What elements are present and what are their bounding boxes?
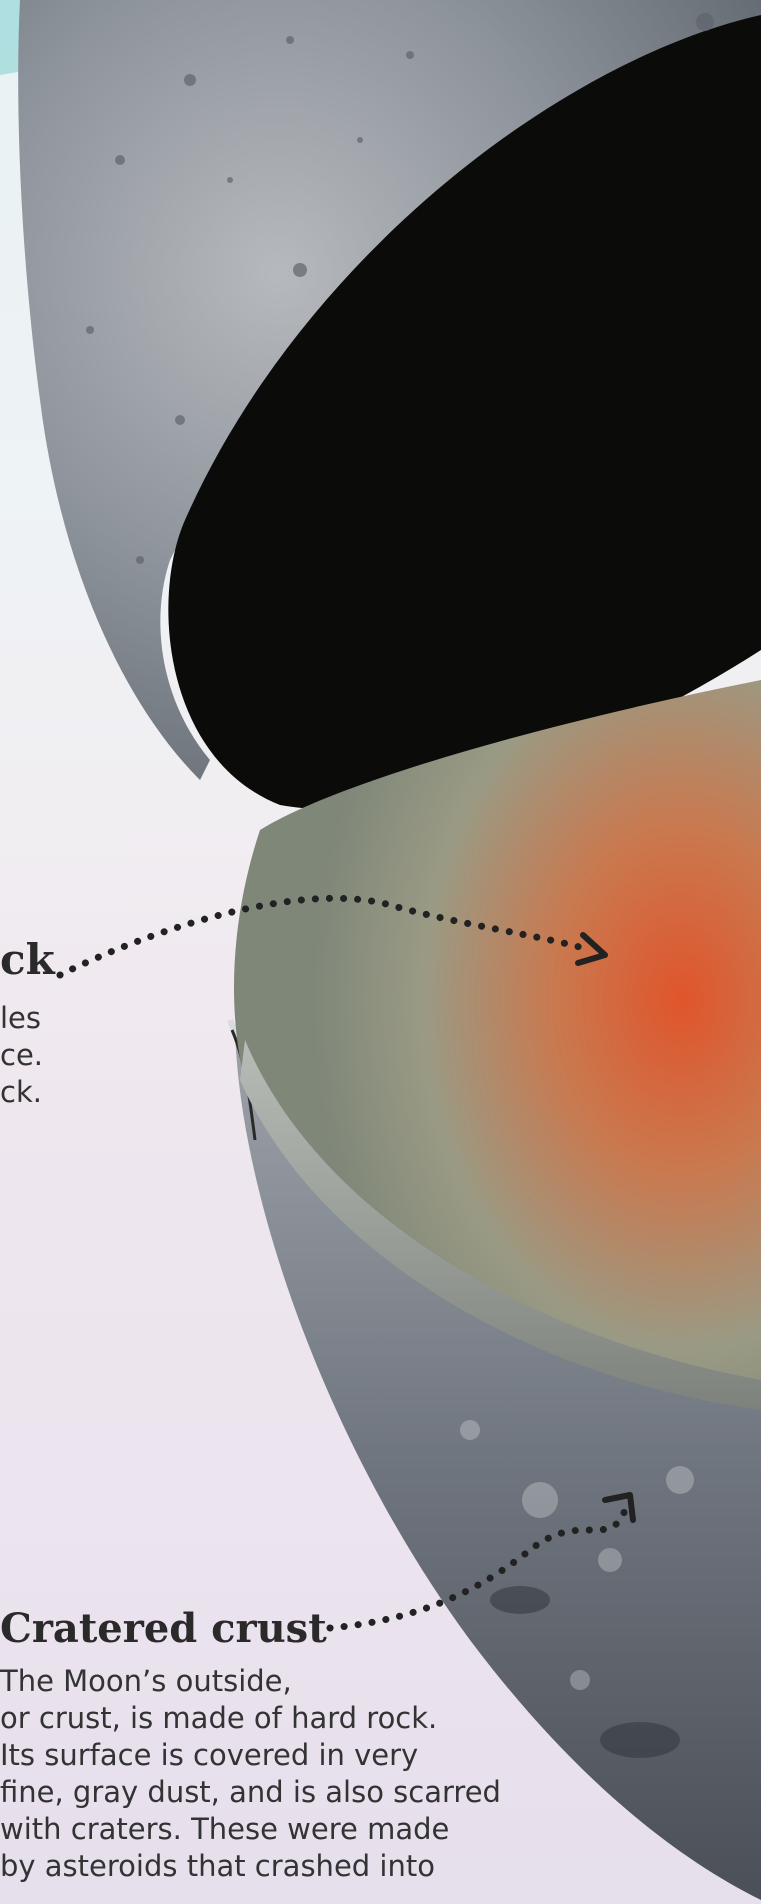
rock-label-title: ck [0,935,55,984]
rock-label-line: ce. [0,1037,43,1074]
crust-label-line: by asteroids that crashed into [0,1848,501,1885]
crust-label-line: or crust, is made of hard rock. [0,1700,501,1737]
crust-label-body: The Moon’s outside, or crust, is made of… [0,1663,501,1885]
rock-label-body: les ce. ck. [0,1000,43,1111]
crust-label-title: Cratered crust [0,1605,327,1652]
crust-label-line: fine, gray dust, and is also scarred [0,1774,501,1811]
rock-label-line: les [0,1000,43,1037]
rock-label-line: ck. [0,1074,43,1111]
crust-label-line: with craters. These were made [0,1811,501,1848]
crust-label-line: Its surface is covered in very [0,1737,501,1774]
crust-label-line: The Moon’s outside, [0,1663,501,1700]
